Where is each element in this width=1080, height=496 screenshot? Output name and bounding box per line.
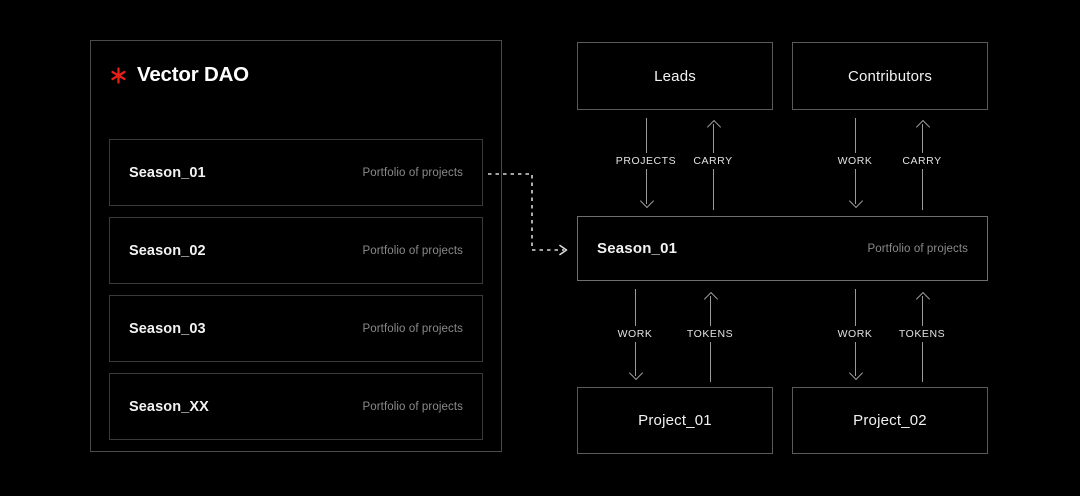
node-label: Season_01 <box>597 240 678 257</box>
season-name: Season_03 <box>129 320 206 337</box>
list-item[interactable]: Season_03 Portfolio of projects <box>109 295 483 362</box>
arrow-head-down-icon <box>848 193 863 209</box>
edge-label-work: WORK <box>833 326 877 342</box>
season-subtitle: Portfolio of projects <box>362 244 463 257</box>
arrow-head-up-icon <box>703 291 718 307</box>
brand-lockup: Vector DAO <box>109 63 249 86</box>
list-item[interactable]: Season_XX Portfolio of projects <box>109 373 483 440</box>
edge-label-carry: CARRY <box>898 153 946 169</box>
edge-label-work: WORK <box>613 326 657 342</box>
season-name: Season_02 <box>129 242 206 259</box>
node-label: Contributors <box>847 67 933 85</box>
vector-dao-panel: Vector DAO Season_01 Portfolio of projec… <box>90 40 502 452</box>
brand-name: Vector DAO <box>137 63 249 86</box>
dashed-arrow-connector-icon <box>486 166 582 262</box>
node-subtitle: Portfolio of projects <box>867 242 968 255</box>
edge-label-carry: CARRY <box>689 153 737 169</box>
node-leads[interactable]: Leads <box>577 42 773 110</box>
season-list: Season_01 Portfolio of projects Season_0… <box>109 139 483 440</box>
arrow-head-up-icon <box>915 291 930 307</box>
arrow-head-down-icon <box>848 365 863 381</box>
arrow-head-down-icon <box>628 365 643 381</box>
node-label: Project_02 <box>853 412 927 429</box>
arrow-head-down-icon <box>639 193 654 209</box>
list-item[interactable]: Season_02 Portfolio of projects <box>109 217 483 284</box>
node-contributors[interactable]: Contributors <box>792 42 988 110</box>
season-name: Season_01 <box>129 164 206 181</box>
node-project-02[interactable]: Project_02 <box>792 387 988 454</box>
node-season-01[interactable]: Season_01 Portfolio of projects <box>577 216 988 281</box>
node-label: Leads <box>654 67 696 85</box>
edge-label-tokens: TOKENS <box>894 326 950 342</box>
arrow-head-up-icon <box>915 119 930 135</box>
edge-label-projects: PROJECTS <box>611 153 681 169</box>
season-subtitle: Portfolio of projects <box>362 166 463 179</box>
season-name: Season_XX <box>129 398 209 415</box>
asterisk-star-icon <box>111 67 126 84</box>
season-subtitle: Portfolio of projects <box>362 322 463 335</box>
node-label: Project_01 <box>638 412 712 429</box>
list-item[interactable]: Season_01 Portfolio of projects <box>109 139 483 206</box>
edge-label-work: WORK <box>833 153 877 169</box>
season-subtitle: Portfolio of projects <box>362 400 463 413</box>
node-project-01[interactable]: Project_01 <box>577 387 773 454</box>
edge-label-tokens: TOKENS <box>682 326 738 342</box>
arrow-head-up-icon <box>706 119 721 135</box>
